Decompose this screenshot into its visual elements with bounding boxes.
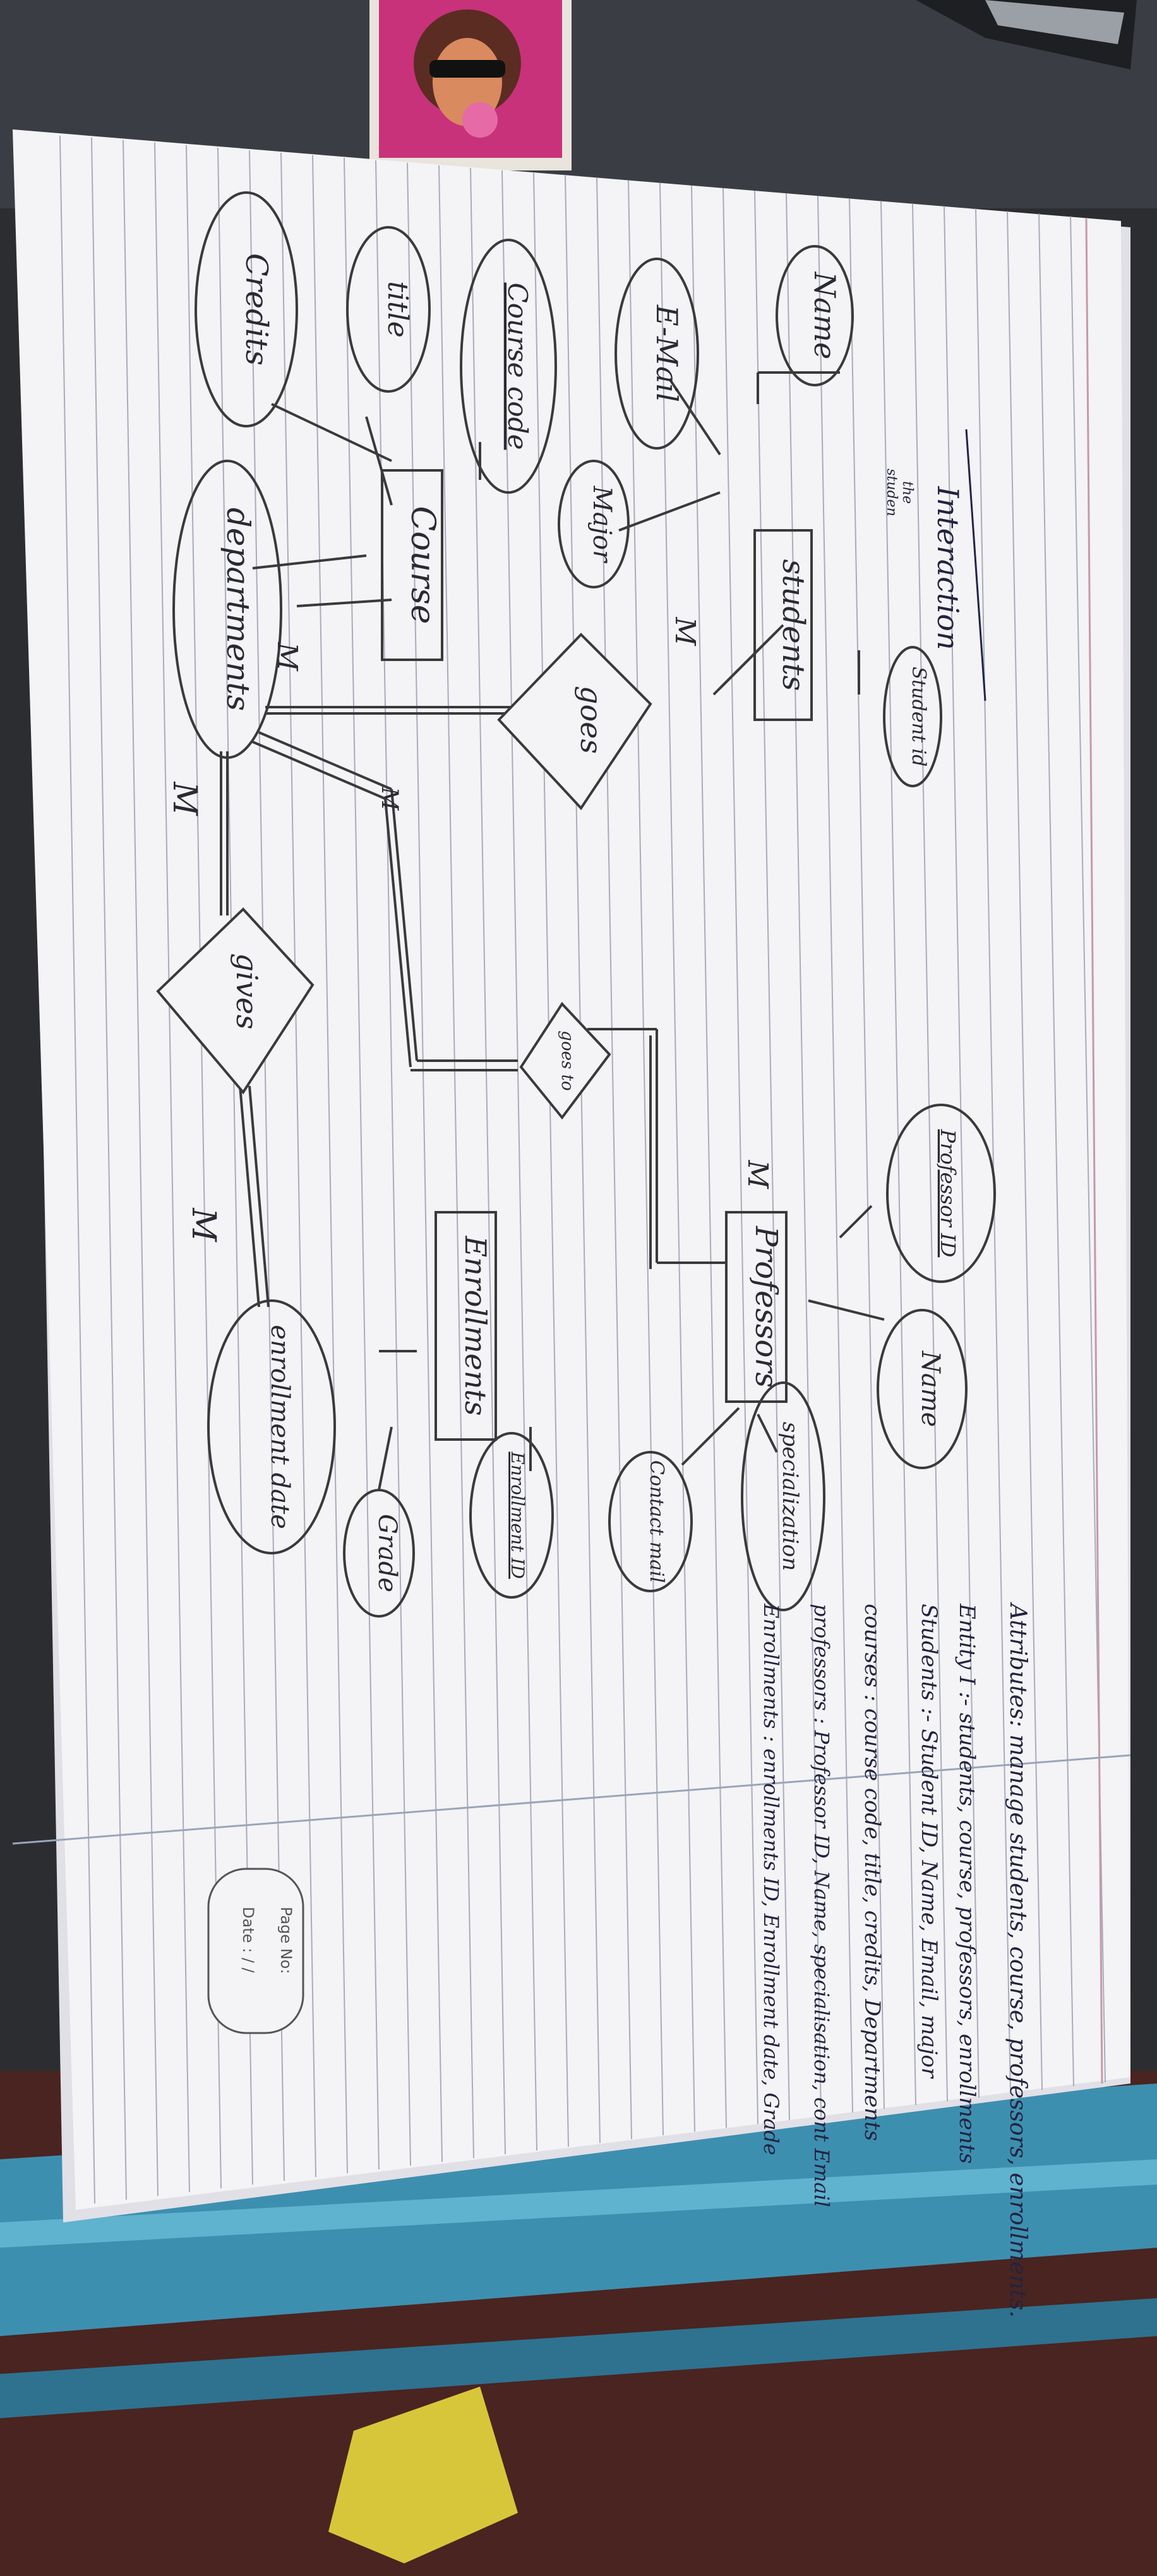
cardinality-departments-goesto: M [376,787,402,811]
relationship-gives-label: gives [230,953,264,1030]
page-no-label: Page No: [277,1907,295,1974]
attr-course-code: Course code [502,283,533,450]
bottom-margin-line [12,1754,1131,1845]
attr-grade: Grade [373,1514,402,1592]
notes-line-6: Enrollments : enrollments ID, Enrollment… [759,1603,783,2156]
cardinality-departments-goes: M [271,641,303,671]
interaction-sub-b: studen [884,468,899,516]
entity-enrollments-label: Enrollments [459,1236,493,1416]
cardinality-professors: M [741,1159,774,1189]
cardinality-gives-enrollment: M [184,1207,222,1243]
attr-specialization: specialization [777,1422,803,1571]
interaction-sub-a: the [899,481,915,504]
attr-student-id: Student id [908,667,930,767]
interaction-underline [965,429,986,701]
page-stamp: Page No: Date : / / [207,1868,304,2034]
entity-departments-label: departments [220,508,256,711]
relationship-goes-to: goes to [519,1001,611,1120]
entity-departments: departments [172,460,282,759]
notes-line-5: professors : Professor ID, Name, special… [810,1604,834,2207]
notes-line-4: courses : course code, title, credits, D… [860,1604,885,2141]
notes-line-2: Entity I :- students, course, professors… [954,1603,980,2164]
interaction-label: Interaction [931,486,965,650]
attr-enrollment-id: Enrollment ID [507,1451,528,1578]
cardinality-departments-gives: M [165,781,203,816]
relationship-goes: goes [497,633,652,811]
margin-line [1085,217,1103,2084]
notes-block: Attributes: manage students, course, pro… [759,1602,1031,2318]
relationship-gives: gives [156,907,315,1095]
entity-students: students [753,529,813,721]
notes-line-3: Students :- Student ID, Name, Email, maj… [916,1604,942,2079]
pen [916,0,1137,69]
attr-contact-mail: Contact mail [645,1460,668,1583]
entity-course: Course [381,469,443,661]
attr-title: title [381,281,414,338]
paper [13,129,1130,2210]
attr-major: Major [587,486,616,564]
entity-students-label: students [776,559,811,691]
sticker-image [369,0,572,170]
connector-lines [220,371,885,1491]
attr-enrollment-date: enrollment date [265,1325,294,1529]
entity-professors-label: Professors [748,1225,784,1388]
date-label: Date : / / [239,1907,257,1973]
attr-credits: Credits [239,253,274,366]
attr-name: Name [808,271,842,360]
attr-email: E-Mail [650,304,684,402]
attr-professor-id: Professor ID [936,1129,960,1258]
ruled-lines [59,135,1106,2204]
entity-enrollments: Enrollments [435,1211,497,1441]
relationship-goes-label: goes [574,686,608,754]
entity-professors: Professors [725,1211,788,1403]
relationship-goes-to-label: goes to [558,1030,577,1090]
notes-line-1: Attributes: manage students, course, pro… [1005,1602,1031,2318]
cardinality-students-goes: M [669,616,701,646]
attr-prof-name: Name [916,1351,945,1427]
attribute-ovals [195,191,996,1618]
entity-course-label: Course [404,506,441,624]
